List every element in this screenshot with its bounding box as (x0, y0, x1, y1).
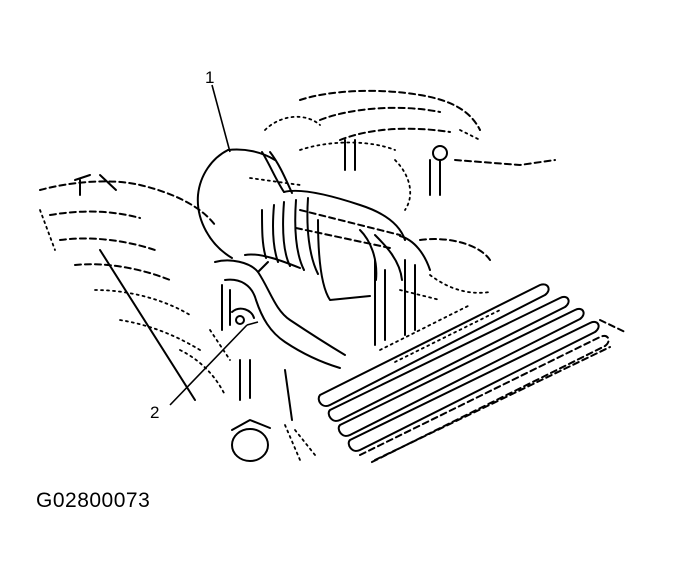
intake-fins (317, 283, 626, 464)
leader-line-2 (169, 324, 248, 406)
intake-hose (209, 259, 346, 421)
upper-intake-manifold (264, 89, 556, 211)
throttle-body (374, 234, 491, 346)
air-cleaner-housing (39, 174, 226, 401)
air-intake-duct (196, 148, 406, 301)
callout-1-label: 1 (205, 68, 214, 87)
figure-code: G02800073 (36, 489, 151, 512)
leader-line-1 (211, 84, 231, 153)
callout-2-label: 2 (150, 403, 159, 422)
mounting-bracket (231, 419, 316, 462)
leader-line-2b (246, 321, 259, 326)
callout-leaders (169, 84, 259, 406)
